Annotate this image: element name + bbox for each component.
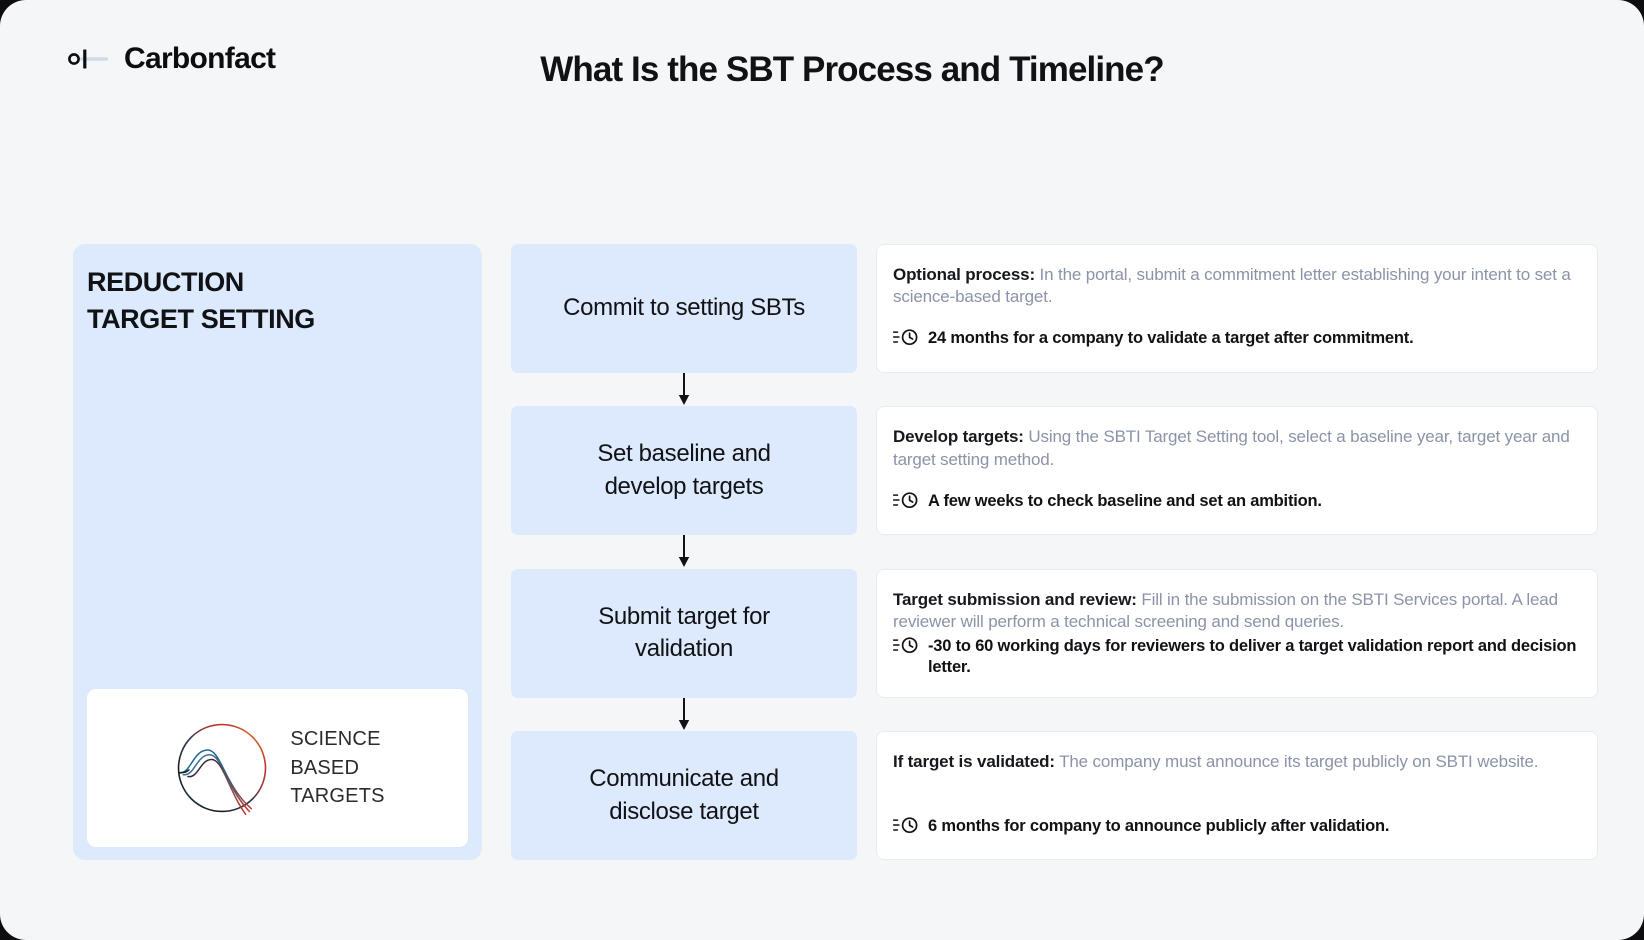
detail-label: Target submission and review: <box>893 589 1137 609</box>
detail-label: Develop targets: <box>893 427 1024 447</box>
arrow-down-icon <box>511 373 857 407</box>
detail-description: Develop targets: Using the SBTI Target S… <box>893 426 1576 471</box>
arrow-down-icon <box>511 697 857 732</box>
science-based-targets-card: SCIENCE BASED TARGETS <box>87 689 468 847</box>
card-gap-spacer <box>876 698 1598 732</box>
arrow-down-icon <box>511 535 857 569</box>
detail-text: In the portal, submit a commitment lette… <box>893 265 1571 307</box>
left-panel-title: REDUCTION TARGET SETTING <box>87 267 315 335</box>
clock-history-icon <box>893 637 919 654</box>
detail-text: Using the SBTI Target Setting tool, sele… <box>893 427 1570 469</box>
reduction-target-setting-panel: REDUCTION TARGET SETTING <box>73 244 482 860</box>
detail-label: If target is validated: <box>893 752 1055 772</box>
detail-duration-text: 6 months for company to announce publicl… <box>928 816 1390 835</box>
detail-text: Fill in the submission on the SBTI Servi… <box>893 589 1558 632</box>
process-board: REDUCTION TARGET SETTING <box>73 244 1598 861</box>
detail-card-commit: Optional process: In the portal, submit … <box>876 244 1598 373</box>
detail-duration-text: 24 months for a company to validate a ta… <box>928 329 1414 348</box>
detail-duration-text: A few weeks to check baseline and set an… <box>928 491 1322 510</box>
clock-history-icon <box>893 816 919 834</box>
detail-duration-row: 24 months for a company to validate a ta… <box>893 328 1579 349</box>
science-based-targets-wordmark: SCIENCE BASED TARGETS <box>290 728 385 808</box>
flow-step-baseline: Set baseline and develop targets <box>511 406 857 536</box>
card-gap-spacer <box>876 535 1598 569</box>
detail-duration-text: -30 to 60 working days for reviewers to … <box>928 636 1577 677</box>
detail-description: Optional process: In the portal, submit … <box>893 264 1576 309</box>
detail-description: Target submission and review: Fill in th… <box>893 589 1576 634</box>
flow-step-submit: Submit target for validation <box>511 568 857 698</box>
detail-duration-row: -30 to 60 working days for reviewers to … <box>893 636 1579 679</box>
carbonfact-logo-icon <box>66 44 110 74</box>
detail-card-submit: Target submission and review: Fill in th… <box>876 568 1598 698</box>
detail-card-communicate: If target is validated: The company must… <box>876 731 1598 861</box>
detail-description: If target is validated: The company must… <box>893 751 1576 773</box>
page-title: What Is the SBT Process and Timeline? <box>540 50 1164 89</box>
flow-column: Commit to setting SBTs Set baseline and … <box>511 244 857 860</box>
detail-card-baseline: Develop targets: Using the SBTI Target S… <box>876 406 1598 536</box>
science-based-targets-logo-icon <box>170 716 274 820</box>
clock-history-icon <box>893 492 919 509</box>
detail-duration-row: A few weeks to check baseline and set an… <box>893 491 1579 512</box>
flow-step-communicate: Communicate and disclose target <box>511 731 857 860</box>
card-gap-spacer <box>876 373 1598 407</box>
brand-logo: Carbonfact <box>66 42 276 75</box>
brand-name: Carbonfact <box>124 42 276 75</box>
detail-duration-row: 6 months for company to announce publicl… <box>893 816 1579 837</box>
flow-step-commit: Commit to setting SBTs <box>511 244 857 373</box>
clock-history-icon <box>893 329 919 346</box>
detail-text: The company must announce its target pub… <box>1054 752 1539 772</box>
detail-label: Optional process: <box>893 265 1035 284</box>
page-header: Carbonfact What Is the SBT Process and T… <box>0 0 1644 150</box>
details-column: Optional process: In the portal, submit … <box>876 244 1598 861</box>
